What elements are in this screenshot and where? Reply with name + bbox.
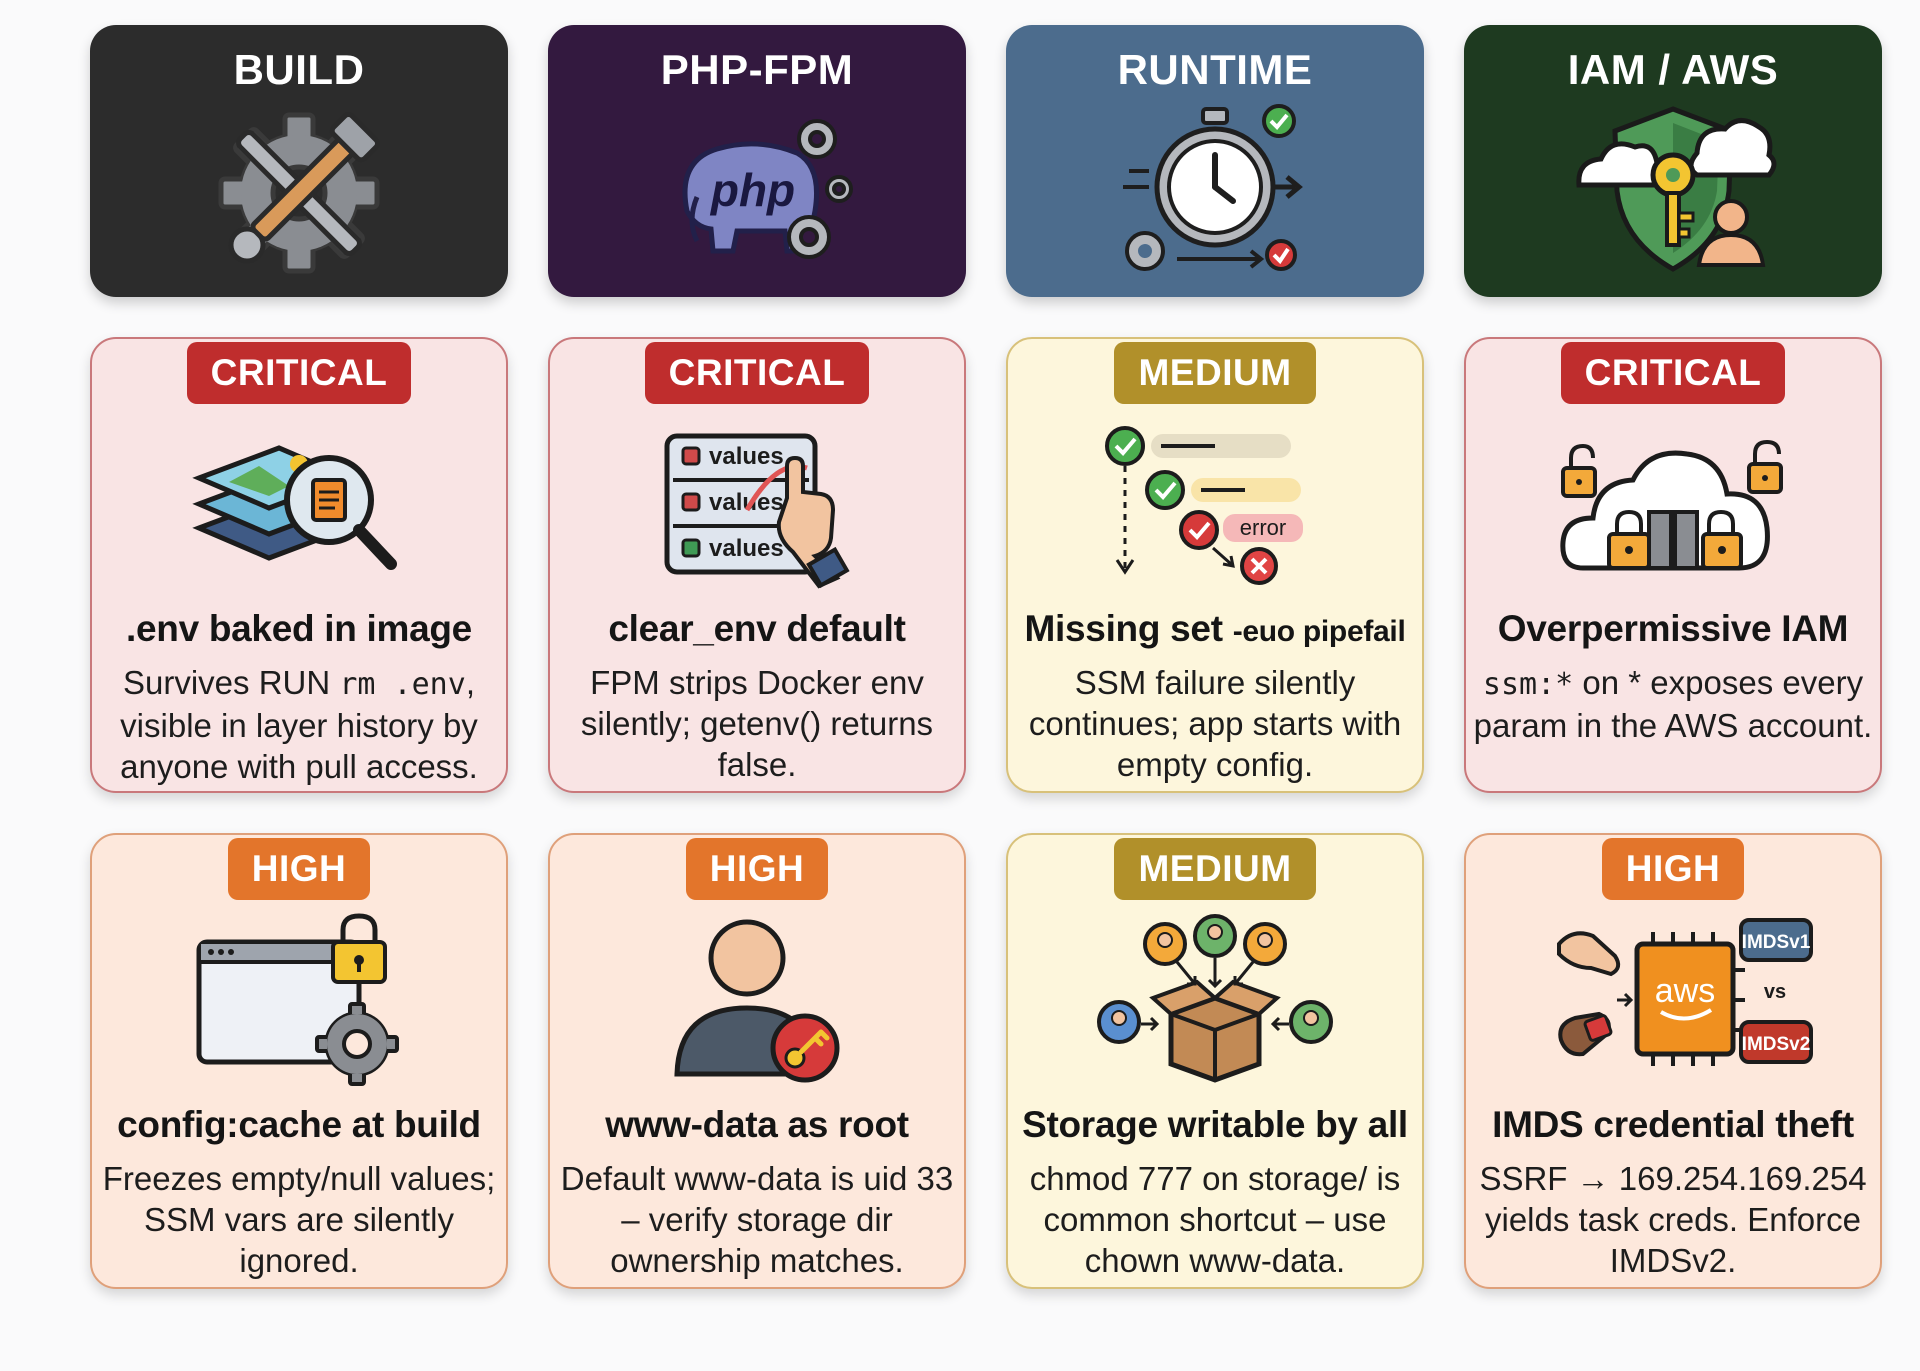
card-storage-writable: MEDIUM bbox=[1006, 833, 1424, 1289]
column-title: PHP-FPM bbox=[660, 46, 854, 93]
values-list-icon: values values values bbox=[637, 418, 877, 589]
card-description: FPM strips Docker env silently; getenv()… bbox=[580, 664, 934, 783]
card-description: Default www-data is uid 33 – verify stor… bbox=[560, 1160, 954, 1279]
icon-label: aws bbox=[1655, 972, 1715, 1010]
title-code: -euo pipefail bbox=[1232, 615, 1406, 648]
card-title: Missing set -euo pipefail bbox=[1025, 608, 1406, 650]
card-www-data-root: HIGH www-data as root Default www-data i… bbox=[548, 833, 966, 1289]
php-elephant-icon: php bbox=[657, 101, 857, 281]
desc-text: , bbox=[465, 664, 475, 701]
wrench-gear-icon bbox=[199, 101, 399, 281]
column-header-iam-aws: IAM / AWS bbox=[1464, 25, 1882, 297]
box-users-icon bbox=[1095, 914, 1335, 1084]
card-title: IMDS credential theft bbox=[1492, 1104, 1854, 1145]
card-imds-theft: HIGH aws IMDSv1 vs IMDSv2 bbox=[1464, 833, 1882, 1289]
severity-badge: CRITICAL bbox=[1560, 342, 1786, 404]
severity-badge: HIGH bbox=[685, 838, 829, 900]
card-description: SSRF → 169.254.169.254 yields task creds… bbox=[1479, 1160, 1867, 1279]
stopwatch-icon bbox=[1115, 101, 1315, 281]
title-text: Missing set bbox=[1024, 608, 1224, 649]
icon-label: IMDSv1 bbox=[1742, 932, 1811, 953]
severity-badge: HIGH bbox=[227, 838, 371, 900]
card-description: Freezes empty/null values; SSM vars are … bbox=[102, 1160, 496, 1279]
icon-label: IMDSv2 bbox=[1742, 1034, 1811, 1055]
card-overpermissive-iam: CRITICAL O bbox=[1464, 337, 1882, 793]
card-clear-env: CRITICAL values values values clear_env … bbox=[548, 337, 966, 793]
column-title: BUILD bbox=[233, 46, 365, 93]
aws-chip-icon: aws IMDSv1 vs IMDSv2 bbox=[1553, 914, 1813, 1084]
column-title: RUNTIME bbox=[1117, 46, 1313, 93]
card-description: Survives RUN rm .env, visible in layer h… bbox=[99, 662, 499, 787]
severity-badge: HIGH bbox=[1601, 838, 1745, 900]
card-title: clear_env default bbox=[608, 608, 906, 649]
error-flow-icon: error bbox=[1095, 418, 1335, 588]
row-spacer bbox=[90, 297, 1882, 337]
card-title: Overpermissive IAM bbox=[1497, 608, 1849, 649]
desc-code: rm .env bbox=[339, 667, 466, 702]
desc-text: on bbox=[1573, 664, 1629, 701]
user-key-icon bbox=[637, 914, 877, 1084]
svg-text:php: php bbox=[709, 164, 795, 216]
card-description: SSM failure silently continues; app star… bbox=[1028, 664, 1402, 783]
cloud-locks-icon bbox=[1553, 418, 1793, 588]
column-header-build: BUILD bbox=[90, 25, 508, 297]
card-title: www-data as root bbox=[605, 1104, 909, 1145]
icon-label: vs bbox=[1764, 981, 1786, 1003]
column-header-runtime: RUNTIME bbox=[1006, 25, 1424, 297]
icon-label: values bbox=[709, 443, 784, 470]
icon-label: values bbox=[709, 535, 784, 562]
card-title: .env baked in image bbox=[126, 608, 472, 649]
row-spacer bbox=[90, 793, 1882, 833]
card-description: ssm:* on * exposes every param in the AW… bbox=[1473, 662, 1873, 746]
desc-code: ssm:* bbox=[1482, 667, 1574, 702]
desc-text: exposes bbox=[1641, 664, 1774, 701]
window-lock-icon bbox=[179, 913, 419, 1086]
icon-label: values bbox=[709, 489, 784, 516]
card-title: config:cache at build bbox=[117, 1104, 481, 1145]
card-env-baked: CRITICAL .env baked in image Survives RU… bbox=[90, 337, 508, 793]
severity-badge: CRITICAL bbox=[186, 342, 412, 404]
card-missing-pipefail: MEDIUM error bbox=[1006, 337, 1424, 793]
diagram-grid: BUILD bbox=[90, 25, 1882, 1289]
desc-text: * bbox=[1628, 664, 1642, 701]
severity-badge: CRITICAL bbox=[644, 342, 870, 404]
desc-text: Survives RUN bbox=[123, 664, 340, 701]
layers-magnifier-icon bbox=[179, 418, 419, 588]
severity-badge: MEDIUM bbox=[1114, 838, 1316, 900]
severity-badge: MEDIUM bbox=[1114, 342, 1316, 404]
card-title: Storage writable by all bbox=[1022, 1104, 1408, 1145]
desc-text: every param in the AWS account. bbox=[1473, 664, 1873, 744]
card-description: chmod 777 on storage/ is common shortcut… bbox=[1029, 1160, 1401, 1279]
card-config-cache: HIGH bbox=[90, 833, 508, 1289]
column-header-php-fpm: PHP-FPM php bbox=[548, 25, 966, 297]
icon-label: error bbox=[1240, 515, 1286, 540]
desc-text: visible in layer history by anyone with … bbox=[120, 707, 478, 785]
shield-key-icon bbox=[1573, 101, 1777, 281]
column-title: IAM / AWS bbox=[1567, 46, 1779, 93]
